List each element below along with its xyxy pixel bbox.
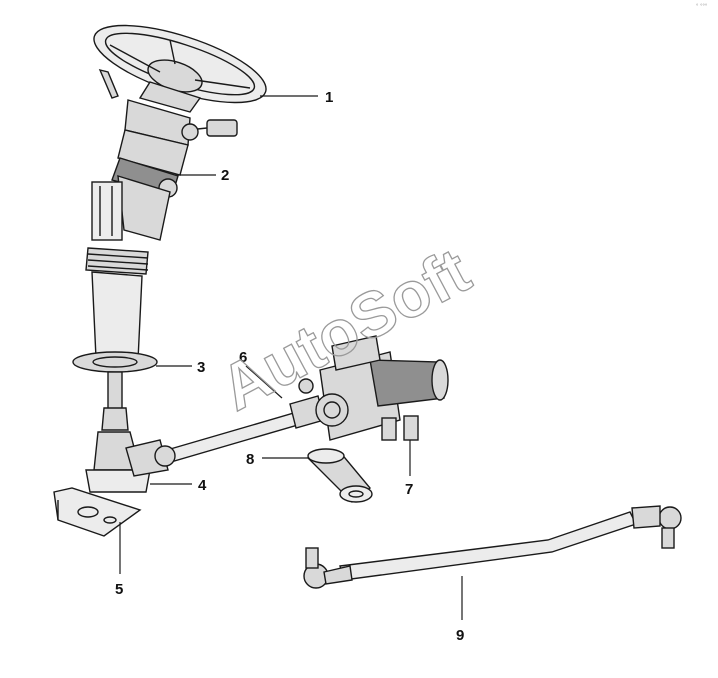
callout-2: 2: [221, 167, 229, 184]
leader-lines: [119, 95, 463, 620]
callout-8: 8: [246, 451, 254, 468]
callout-1: 1: [325, 89, 333, 106]
callout-5: 5: [115, 581, 123, 598]
callout-labels: 1 2 3 4 5 6 7 8 9: [115, 89, 464, 644]
callout-3: 3: [197, 359, 205, 376]
callout-9: 9: [456, 627, 464, 644]
column-base-joint: [85, 431, 169, 493]
corner-mark: ° °°°: [696, 4, 708, 10]
callout-6: 6: [239, 349, 247, 366]
steering-wheel: [93, 24, 267, 113]
intermediate-shaft: [154, 395, 325, 467]
callout-7: 7: [405, 481, 413, 498]
mounting-bracket: [53, 487, 142, 537]
pitman-arm: [306, 448, 373, 503]
upper-column-housing: [91, 68, 238, 241]
callout-4: 4: [198, 477, 207, 494]
steering-gear: [298, 335, 449, 441]
drag-link: [303, 505, 682, 589]
column-tube: [72, 247, 158, 431]
